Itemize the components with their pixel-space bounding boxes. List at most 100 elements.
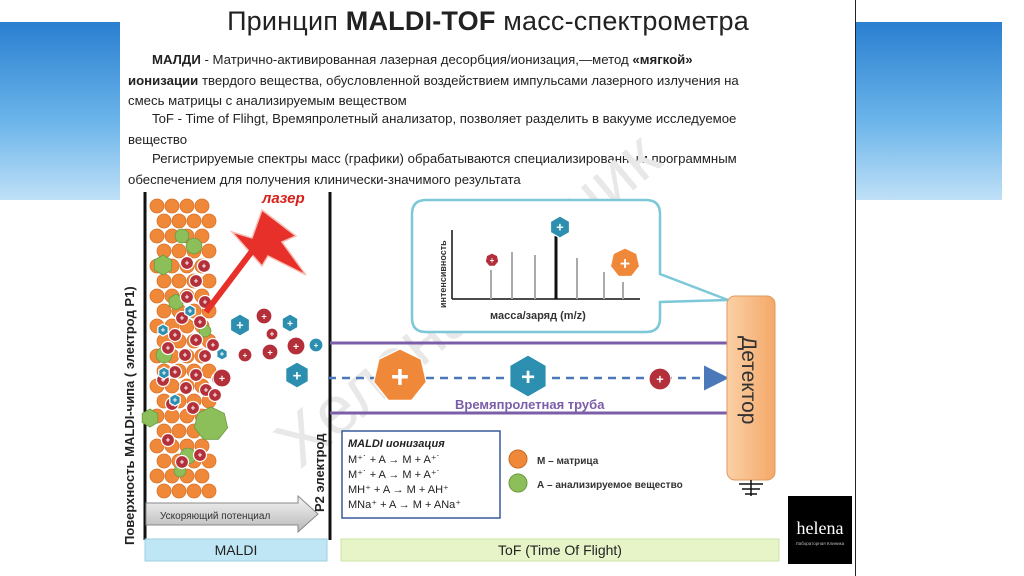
svg-text:+: + <box>490 256 495 265</box>
desorbed-ion: + <box>281 313 299 333</box>
desorbed-ion: + <box>255 307 273 325</box>
desorbed-ion: + <box>285 361 309 389</box>
matrix-molecule <box>164 198 180 214</box>
ion-matrix-charged: + <box>197 348 213 364</box>
slide-title: Принцип MALDI-TOF масс-спектрометра <box>120 6 856 37</box>
matrix-molecule <box>179 198 195 214</box>
ion-matrix-charged: + <box>179 289 195 305</box>
analyte-molecule <box>141 408 159 428</box>
flight-ion-small: + <box>648 367 672 391</box>
maldi-label-bar <box>144 538 328 562</box>
reaction-line: M⁺˙ + A → M + A⁺˙ <box>348 469 440 481</box>
svg-text:+: + <box>293 367 302 384</box>
legend-analyte-icon <box>508 473 528 493</box>
ion-matrix-charged: + <box>188 332 204 348</box>
accelerating-potential-label: Ускоряющий потенциал <box>160 511 270 522</box>
matrix-molecule <box>186 213 202 229</box>
desorbed-ion: + <box>229 313 251 337</box>
svg-text:+: + <box>180 314 185 323</box>
flight-ion-medium: + <box>509 354 547 398</box>
svg-text:+: + <box>391 359 409 394</box>
reaction-line: MH⁺ + A → M + AH⁺ <box>348 484 449 496</box>
svg-text:+: + <box>166 344 171 353</box>
tof-label: ToF (Time Of Flight) <box>498 542 622 558</box>
matrix-molecule <box>186 483 202 499</box>
laser-bolt-icon <box>229 208 307 276</box>
matrix-molecule <box>156 483 172 499</box>
analyte-molecule <box>185 237 203 255</box>
svg-text:+: + <box>236 319 243 333</box>
spectrum-ion-small: + <box>484 252 500 267</box>
matrix-molecule <box>149 198 165 214</box>
title-bold: MALDI-TOF <box>345 6 496 36</box>
ion-matrix-charged: + <box>167 327 183 343</box>
matrix-molecule <box>149 288 165 304</box>
matrix-molecule <box>149 438 165 454</box>
text-bold: «мягкой» <box>632 52 693 67</box>
svg-text:+: + <box>243 351 248 360</box>
matrix-molecule <box>201 483 217 499</box>
reaction-line: MNa⁺ + A → M + ANa⁺ <box>348 499 461 511</box>
matrix-molecule <box>201 273 217 289</box>
ionization-box <box>341 430 501 519</box>
helena-logo: helena Лабораторная Клиника <box>788 496 852 564</box>
legend-matrix-label: М – матрица <box>537 456 599 467</box>
ionization-title: MALDI ионизация <box>348 438 445 450</box>
desorbed-ion: + <box>265 327 279 341</box>
text-line: твердого вещества, обусловленной воздейс… <box>198 72 739 88</box>
flight-ions: + + + <box>373 348 672 401</box>
svg-text:+: + <box>162 369 167 378</box>
ion-matrix-charged: + <box>188 367 204 383</box>
matrix-molecule <box>171 483 187 499</box>
ion-matrix-charged: + <box>177 347 193 363</box>
electrode-p2-label: P2 электрод <box>312 433 327 512</box>
logo-subtitle: Лабораторная Клиника <box>795 541 845 546</box>
matrix-molecule <box>156 273 172 289</box>
svg-text:+: + <box>204 386 209 395</box>
text-line: Регистрируемые спектры масс (графики) об… <box>152 151 737 166</box>
accelerating-potential-arrow <box>145 494 319 534</box>
svg-text:+: + <box>161 326 166 335</box>
svg-text:+: + <box>203 298 208 307</box>
svg-text:+: + <box>267 347 272 357</box>
ion-analyte-charged: + <box>169 393 181 407</box>
svg-text:+: + <box>194 336 199 345</box>
spectrum-x-label: масса/заряд (m/z) <box>490 310 586 322</box>
svg-text:+: + <box>166 436 171 445</box>
svg-text:+: + <box>185 293 190 302</box>
svg-text:+: + <box>173 396 178 405</box>
laser-label: лазер <box>261 190 305 207</box>
svg-text:+: + <box>220 350 225 359</box>
matrix-molecule <box>194 468 210 484</box>
matrix-molecule <box>156 303 172 319</box>
ion-matrix-charged: + <box>160 432 176 448</box>
svg-text:+: + <box>219 374 225 385</box>
ion-matrix-charged: + <box>178 380 194 396</box>
text-line: обеспечением для получения клинически-зн… <box>128 171 521 187</box>
svg-text:+: + <box>287 319 293 330</box>
spectrum-ion-large: + <box>609 247 641 278</box>
matrix-molecule <box>171 243 187 259</box>
spectrum-peaks: + + + <box>484 215 641 299</box>
text-bold: ионизации <box>128 72 199 88</box>
ion-analyte-charged: + <box>184 304 196 318</box>
spectrum-y-label: интенсивность <box>438 240 448 308</box>
text-line: вещество <box>128 131 188 147</box>
ion-matrix-charged: + <box>188 273 204 289</box>
matrix-molecule <box>164 408 180 424</box>
laser-beam <box>203 236 265 314</box>
right-decor-band <box>856 22 1002 200</box>
svg-text:+: + <box>556 221 563 235</box>
text-line: - Матрично-активированная лазерная десор… <box>200 52 633 67</box>
svg-text:+: + <box>213 391 218 400</box>
ion-matrix-charged: + <box>196 258 212 274</box>
desorbed-ion: + <box>237 347 253 363</box>
matrix-molecule <box>171 423 187 439</box>
svg-text:+: + <box>173 331 178 340</box>
svg-text:+: + <box>198 318 203 327</box>
electrode-p1-label: Поверхность MALDI-чипа ( электрод P1) <box>122 286 137 545</box>
maldi-term: МАЛДИ <box>152 52 201 67</box>
ion-matrix-charged: + <box>192 447 208 463</box>
title-part: масс-спектрометра <box>495 6 749 36</box>
